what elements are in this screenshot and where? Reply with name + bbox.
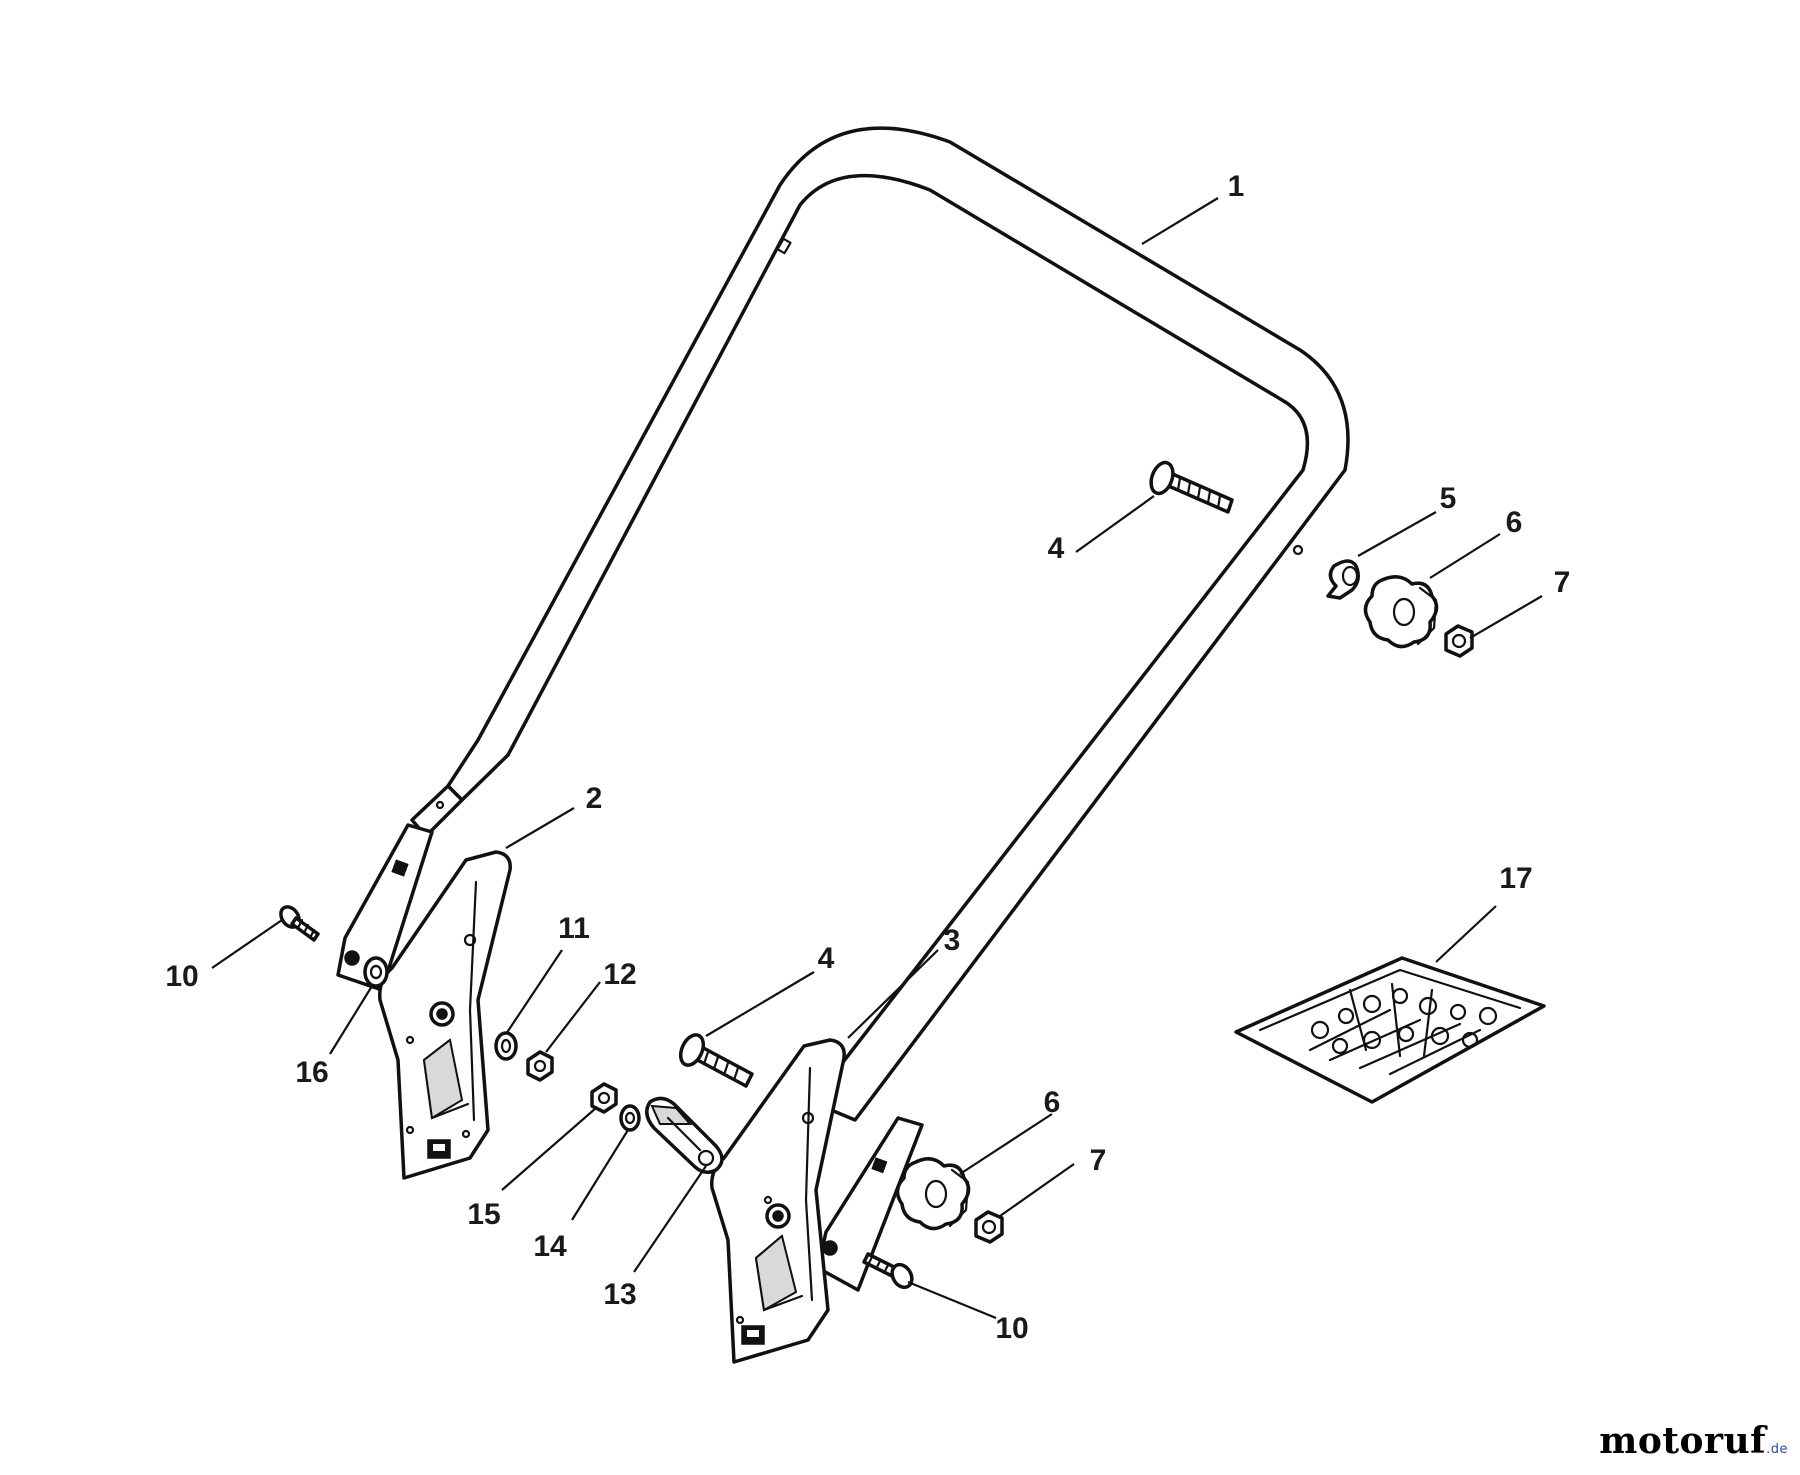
washer-14 xyxy=(619,1104,641,1132)
carriage-bolt-upper xyxy=(1149,460,1234,514)
callout-17: 17 xyxy=(1499,862,1532,895)
star-knob-upper xyxy=(1363,575,1439,649)
callout-16: 16 xyxy=(295,1056,328,1089)
callout-7-upper: 7 xyxy=(1554,566,1571,599)
callout-15: 15 xyxy=(467,1198,500,1231)
handlebar-tube xyxy=(410,126,1350,1122)
nut-12 xyxy=(526,1050,554,1082)
callout-6-upper: 6 xyxy=(1506,506,1523,539)
callout-5: 5 xyxy=(1440,482,1457,515)
cam-washer xyxy=(1326,559,1360,600)
left-tube-flat-end xyxy=(336,823,434,992)
hex-nut-lower xyxy=(974,1210,1004,1244)
callout-11: 11 xyxy=(558,912,590,945)
callout-10-right: 10 xyxy=(995,1312,1028,1345)
callout-12: 12 xyxy=(603,958,636,991)
right-handle-bracket xyxy=(710,1038,846,1364)
callout-10-left: 10 xyxy=(165,960,198,993)
callout-labels: 1 2 3 4 4 5 6 6 7 7 10 10 11 12 13 14 15… xyxy=(165,170,1570,1345)
screw-left xyxy=(279,905,320,942)
callout-7-lower: 7 xyxy=(1090,1144,1107,1177)
carriage-bolt-lower xyxy=(678,1033,754,1088)
nut-15 xyxy=(590,1082,618,1114)
callout-13: 13 xyxy=(603,1278,636,1311)
screw-right xyxy=(862,1252,914,1290)
hardware-kit-bag xyxy=(1234,956,1546,1104)
watermark-suffix: .de xyxy=(1766,1442,1788,1457)
callout-6-lower: 6 xyxy=(1044,1086,1061,1119)
watermark-logo: motoruf.de xyxy=(1599,1420,1788,1462)
leader-lines xyxy=(211,197,1543,1320)
left-handle-bracket xyxy=(378,850,512,1180)
hex-nut-upper xyxy=(1444,624,1474,658)
star-knob-lower xyxy=(895,1157,971,1231)
watermark-brand: motoruf xyxy=(1599,1420,1767,1462)
washer-11 xyxy=(494,1031,518,1061)
callout-2: 2 xyxy=(586,782,603,815)
adjustment-lever xyxy=(645,1096,724,1174)
callout-1: 1 xyxy=(1228,170,1245,203)
washer-16 xyxy=(363,956,389,988)
right-tube-flat-end xyxy=(816,1116,924,1292)
callout-14: 14 xyxy=(533,1230,567,1263)
callout-3: 3 xyxy=(944,924,961,957)
callout-4-lower: 4 xyxy=(818,942,835,975)
callout-4-upper: 4 xyxy=(1048,532,1065,565)
